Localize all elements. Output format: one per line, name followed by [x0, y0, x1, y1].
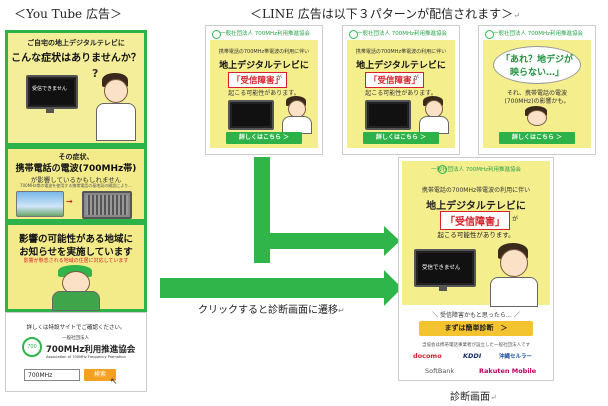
line-header: ＜LINE 広告は以下３パターンが配信されます＞↵: [250, 5, 520, 22]
line-ad-2-tail: が: [412, 75, 419, 82]
line-ad-2-sub: 携帯電話の700MHz帯電波の利用に伴い: [355, 49, 447, 55]
diagnosis-red: 「受信障害」: [440, 211, 510, 230]
brand-docomo: docomo: [413, 352, 442, 360]
youtube-header: ＜You Tube 広告＞: [14, 7, 122, 21]
arrow-stem-lower: [160, 278, 386, 298]
panel-3-bg: 影響の可能性がある地域に お知らせを実施しています 影響が懸念される地域の住居に…: [8, 225, 144, 311]
mountain-thumbnail-icon: [16, 191, 64, 217]
line-ad-2-red: 「受信障害」: [365, 72, 425, 88]
person-body: [96, 103, 136, 141]
org-en: Association of 700MHz Frequency Promotio…: [46, 355, 126, 359]
signal-logo-icon: [349, 30, 358, 39]
noisy-tv-icon: [82, 191, 132, 219]
person-icon: [500, 249, 528, 277]
brand-okinawa-cellular: 沖縄セルラー: [499, 354, 533, 360]
panel-2-line2: 携帯電話の電波(700MHz帯): [15, 164, 137, 174]
diagnosis-tail: が: [512, 216, 519, 223]
line-ad-3-button[interactable]: 詳しくはこちら ＞: [499, 132, 575, 144]
diagnosis-top-bg: 一般社団法人 700MHz利用推進協会 携帯電話の700MHz帯電波の利用に伴い…: [402, 161, 550, 307]
youtube-panel-1: ご自宅の地上デジタルテレビに こんな症状はありませんか？ 受信できません ?: [5, 30, 147, 146]
diagnosis-logo: 一般社団法人 700MHz利用推進協会: [430, 167, 521, 173]
line-ad-2-logo: 一般社団法人 700MHz利用推進協会: [357, 31, 448, 37]
panel-4-line1: 詳しくは特設サイトでご確認ください。: [26, 325, 126, 331]
click-label-mark: ↵: [338, 306, 345, 315]
diagnosis-label-mark: ↵: [490, 393, 497, 402]
panel-1-bg: ご自宅の地上デジタルテレビに こんな症状はありませんか？ 受信できません ?: [8, 33, 144, 143]
cursor-icon: ↖: [110, 377, 118, 387]
diagnosis-sub: 携帯電話の700MHz帯電波の利用に伴い: [421, 187, 531, 194]
panel-2-bg: その症状、 携帯電話の電波(700MHz帯) が影響しているかもしれません 70…: [8, 149, 144, 219]
tv-icon: [365, 100, 411, 130]
click-label-text: クリックすると診断画面に遷移: [198, 305, 338, 316]
line-ad-3-logo: 一般社団法人 700MHz利用推進協会: [493, 31, 584, 37]
panel-3-line3: 影響が懸念される地域の住居に対応しています: [23, 258, 129, 264]
panel-3-line1: 影響の可能性がある地域に: [18, 234, 133, 245]
line-ad-1-logo: 一般社団法人 700MHz利用推進協会: [220, 31, 311, 37]
brand-rakuten: Rakuten Mobile: [479, 367, 537, 375]
line-ad-2-note: 起こる可能性があります。: [365, 90, 437, 97]
arrow-head-upper: [384, 226, 400, 256]
diagnosis-tv-text: 受信できません: [422, 265, 461, 271]
line-ad-2-button[interactable]: 詳しくはこちら ＞: [363, 132, 439, 144]
person-icon: [527, 110, 547, 126]
line-ad-1: 一般社団法人 700MHz利用推進協会 携帯電話の700MHz帯電波の利用に伴い…: [205, 25, 323, 155]
diagnosis-screen: 一般社団法人 700MHz利用推進協会 携帯電話の700MHz帯電波の利用に伴い…: [398, 157, 554, 381]
diagnosis-label-text: 診断画面: [450, 392, 490, 403]
arrow-head-lower: [384, 270, 402, 306]
line-ad-3-sub1: それ、携帯電話の電波: [506, 90, 568, 97]
org-small: 一般社団法人: [62, 336, 89, 341]
youtube-panel-2: その症状、 携帯電話の電波(700MHz帯) が影響しているかもしれません 70…: [5, 146, 147, 222]
diagnosis-note: 起こる可能性があります。: [437, 231, 515, 239]
diagnosis-title: 地上デジタルテレビに: [426, 201, 526, 212]
arrow-icon: →: [66, 197, 73, 206]
tv-icon: [26, 75, 78, 109]
line-ad-1-note: 起こる可能性があります。: [228, 90, 300, 97]
line-ad-1-title: 地上デジタルテレビに: [219, 61, 309, 71]
search-input[interactable]: 700MHz: [24, 369, 80, 381]
signal-logo-icon: [212, 30, 221, 39]
line-ad-2-title: 地上デジタルテレビに: [356, 61, 446, 71]
tv-icon: [228, 100, 274, 130]
brand-kddi: KDDI: [463, 352, 482, 360]
signal-logo-icon: 700: [22, 337, 42, 357]
diagnosis-tag: ＼ 受信障害かもと思ったら… ／: [432, 312, 520, 319]
diagnosis-label: 診断画面↵: [450, 388, 497, 403]
line-ad-1-red: 「受信障害」: [228, 72, 288, 88]
diagnosis-cta-button[interactable]: まずは簡単診断 ＞: [419, 321, 533, 336]
panel-2-line4: 700MHz帯の電波を使用する携帯電話の基地局の開設により...: [20, 183, 132, 188]
search-button[interactable]: 検索: [84, 369, 116, 381]
click-label: クリックすると診断画面に遷移↵: [198, 301, 345, 316]
signal-logo-icon: [485, 30, 494, 39]
brand-softbank: SoftBank: [425, 367, 455, 375]
line-ad-3: 一般社団法人 700MHz利用推進協会 「あれ？地デジが 映らない…」 それ、携…: [478, 25, 596, 155]
panel-1-line1: ご自宅の地上デジタルテレビに: [27, 39, 125, 47]
signal-logo-icon: [438, 165, 447, 174]
panel-2-line1: その症状、: [58, 153, 94, 161]
person-icon: [104, 79, 128, 103]
panel-2-line3: が影響しているかもしれません: [30, 176, 122, 184]
line-ad-1-sub: 携帯電話の700MHz帯電波の利用に伴い: [218, 49, 310, 55]
tv-screen-text: 受信できません: [32, 86, 67, 92]
bubble-line1: 「あれ？地デジが: [500, 55, 573, 65]
youtube-panel-3: 影響の可能性がある地域に お知らせを実施しています 影響が懸念される地域の住居に…: [5, 222, 147, 312]
line-ad-1-button[interactable]: 詳しくはこちら ＞: [226, 132, 302, 144]
diagnosis-footnote: 当協会は携帯電話事業者が設立した一般社団法人です: [422, 343, 530, 348]
line-header-mark: ↵: [513, 11, 520, 20]
question-icon: ?: [92, 67, 99, 80]
panel-3-line2: お知らせを実施しています: [19, 247, 133, 258]
line-ad-2: 一般社団法人 700MHz利用推進協会 携帯電話の700MHz帯電波の利用に伴い…: [342, 25, 460, 155]
tv-icon: [414, 249, 476, 287]
panel-1-line2: こんな症状はありませんか？: [11, 53, 141, 64]
org-name: 700MHz利用推進協会: [46, 345, 136, 355]
line-ad-1-tail: が: [275, 75, 282, 82]
speech-bubble: 「あれ？地デジが 映らない…」: [493, 46, 581, 84]
worker-body: [52, 291, 100, 311]
line-ad-3-sub2: (700MHz)の影響かも。: [504, 98, 570, 105]
line-header-text: ＜LINE 広告は以下３パターンが配信されます＞: [250, 7, 514, 21]
bubble-line2: 映らない…」: [509, 68, 564, 78]
person-body: [490, 277, 538, 307]
arrow-stem-horizontal: [254, 233, 386, 249]
youtube-panel-4: 詳しくは特設サイトでご確認ください。 700 一般社団法人 700MHz利用推進…: [5, 312, 147, 392]
